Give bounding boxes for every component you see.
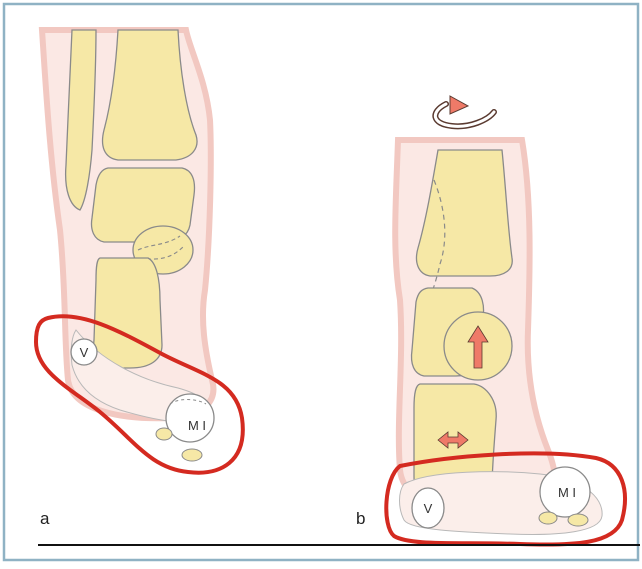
panel-b-label: b xyxy=(356,509,365,528)
panel-b-sesamoid-1 xyxy=(539,512,557,524)
panel-b-label-m1: M I xyxy=(558,485,576,500)
panel-a-label-v: V xyxy=(80,345,89,360)
panel-b-sesamoid-2 xyxy=(568,514,588,526)
panel-a-cuboid xyxy=(94,258,163,368)
panel-a-label: a xyxy=(40,509,50,528)
panel-a-sesamoid-1 xyxy=(156,428,172,440)
panel-b-label-v: V xyxy=(424,501,433,516)
panel-a-sesamoid-2 xyxy=(182,449,202,461)
panel-a-label-m1: M I xyxy=(188,418,206,433)
